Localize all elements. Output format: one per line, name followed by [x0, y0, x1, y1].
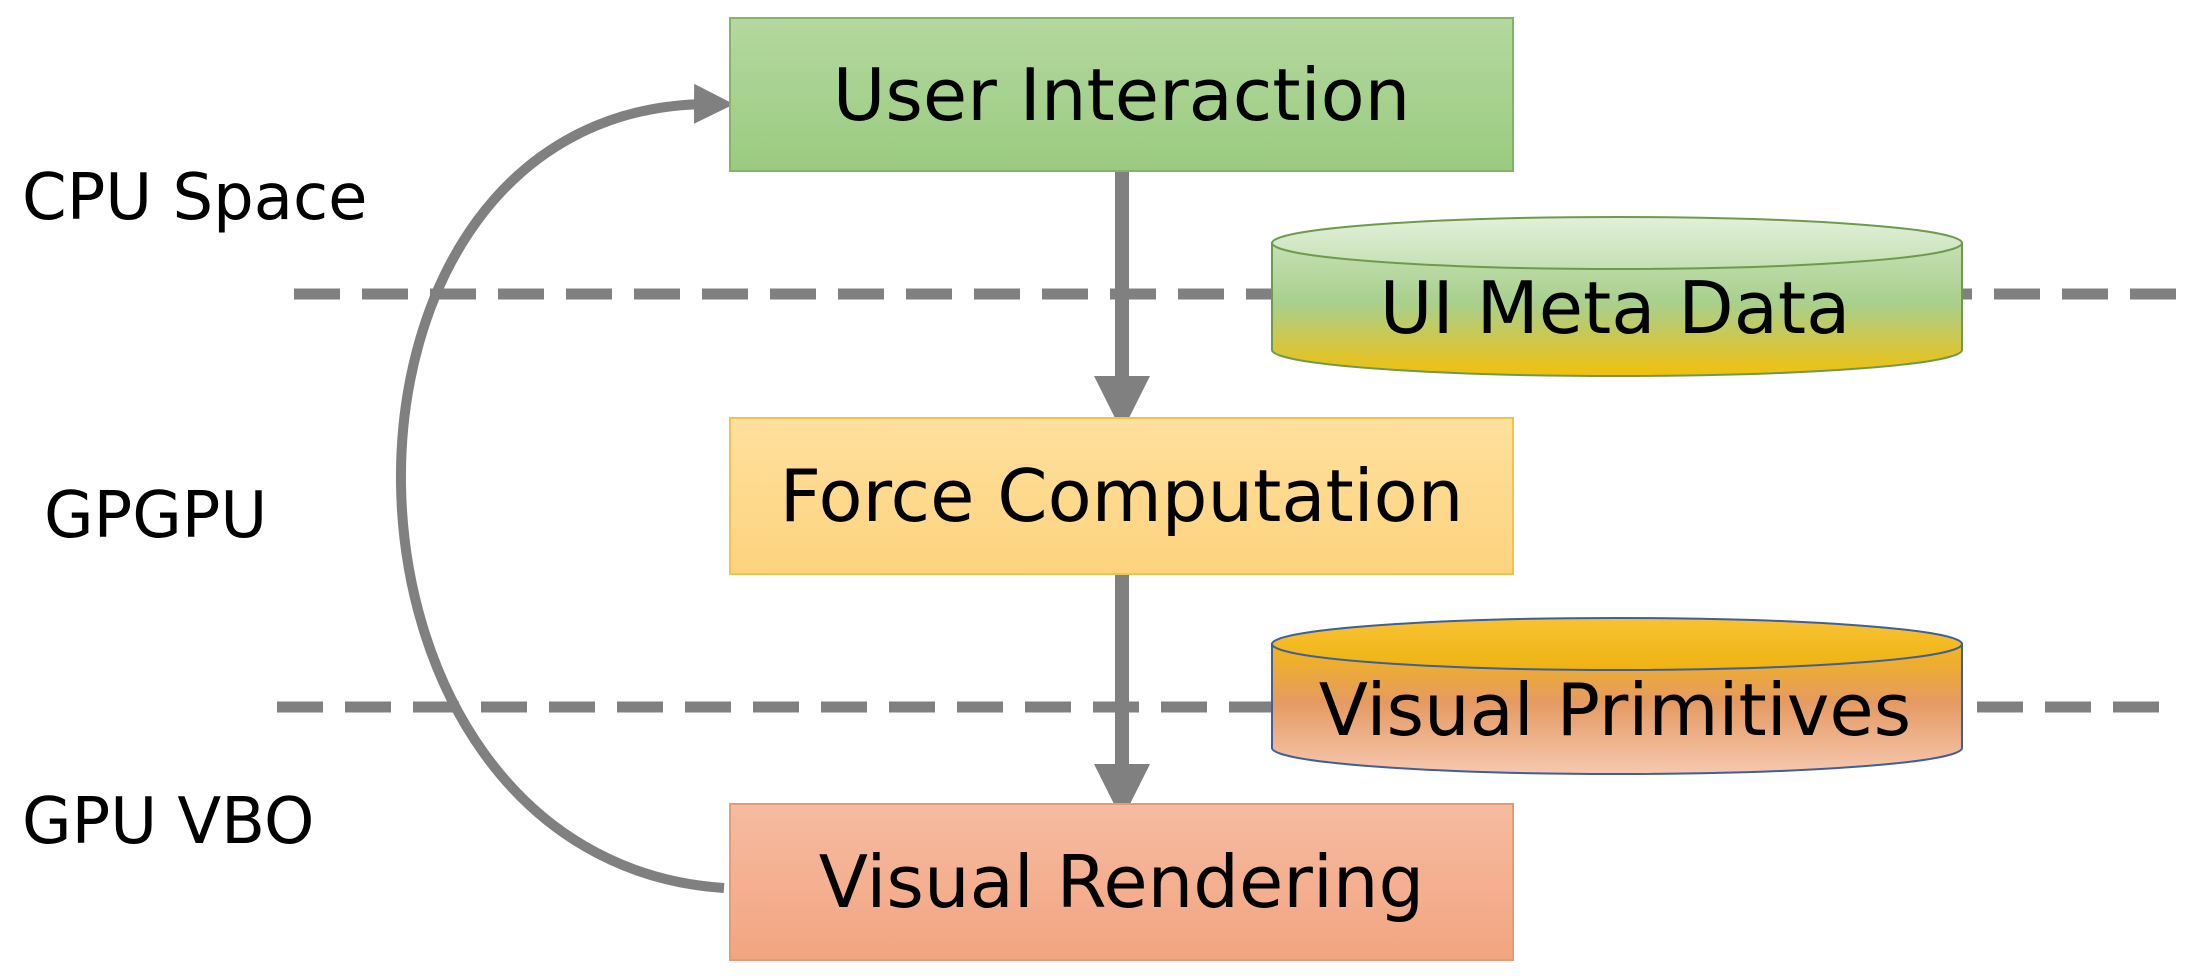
visual-primitives-label: Visual Primitives	[1318, 668, 1912, 752]
layer-label-gpu-vbo: GPU VBO	[22, 785, 315, 859]
layer-label-gpgpu: GPGPU	[44, 479, 268, 553]
force-computation-box: Force Computation	[729, 417, 1514, 575]
visual-primitives-cylinder	[1271, 617, 1963, 775]
ui-meta-data-cylinder	[1271, 216, 1963, 377]
layer-label-cpu-space: CPU Space	[22, 161, 368, 235]
visual-rendering-box: Visual Rendering	[729, 803, 1514, 961]
user-interaction-box: User Interaction	[729, 17, 1514, 172]
arrow-render-to-user-loop	[396, 83, 734, 893]
ui-meta-data-label: UI Meta Data	[1379, 266, 1851, 350]
